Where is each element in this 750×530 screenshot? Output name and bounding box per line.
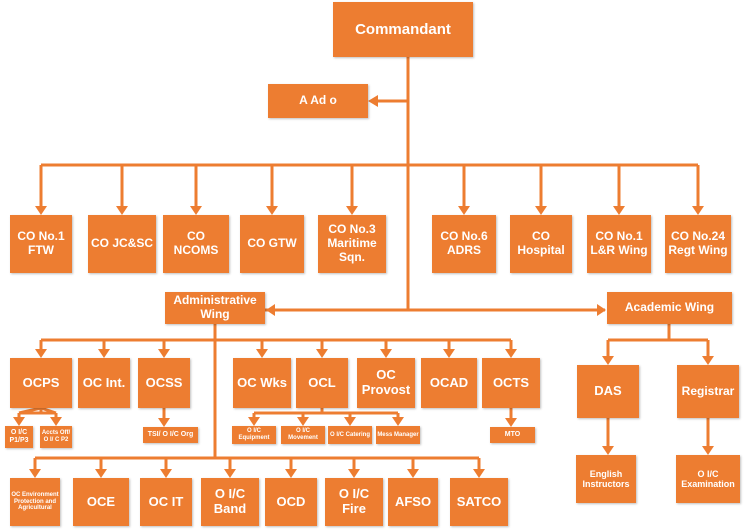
- admin-unit-box: OCSS: [138, 358, 190, 408]
- bottom-unit-box: SATCO: [450, 478, 508, 526]
- arrow-head: [285, 469, 297, 478]
- co-box: CO No.6 ADRS: [432, 215, 496, 273]
- co-box: CO No.1 FTW: [10, 215, 72, 273]
- arrow-head: [602, 446, 614, 455]
- arrow-head: [116, 206, 128, 215]
- arrow-head: [407, 469, 419, 478]
- co-box: CO GTW: [240, 215, 304, 273]
- admin-unit-box: OC Int.: [78, 358, 130, 408]
- ocl-sub-box: O I/C Catering: [328, 426, 372, 444]
- bottom-unit-box: O I/C Band: [201, 478, 259, 526]
- arrow-head: [35, 349, 47, 358]
- co-box: CO JC&SC: [88, 215, 156, 273]
- co-box: CO Hospital: [510, 215, 572, 273]
- arrow-head: [505, 349, 517, 358]
- admin-wing-box: Administrative Wing: [165, 292, 265, 324]
- ocl-sub-box: O I/C Equipment: [232, 426, 276, 444]
- arrow-head: [380, 349, 392, 358]
- aado-box: A Ad o: [268, 84, 368, 118]
- co-box: CO NCOMS: [163, 215, 229, 273]
- arrow-head: [346, 206, 358, 215]
- ocps-sub-box: O I/C P1/P3: [5, 426, 33, 448]
- academic-wing-box: Academic Wing: [607, 292, 732, 324]
- arrow-head: [368, 95, 378, 107]
- arrow-head: [29, 469, 41, 478]
- arrow-head: [316, 349, 328, 358]
- bottom-unit-box: OC IT: [140, 478, 192, 526]
- arrow-head: [158, 349, 170, 358]
- admin-unit-box: OC Wks: [233, 358, 291, 408]
- arrow-head: [473, 469, 485, 478]
- arrow-head: [224, 469, 236, 478]
- arrow-head: [190, 206, 202, 215]
- arrow-head: [702, 446, 714, 455]
- arrow-head: [50, 417, 62, 426]
- das-box: DAS: [577, 365, 639, 418]
- arrow-head: [256, 349, 268, 358]
- arrow-head: [266, 206, 278, 215]
- bottom-unit-box: AFSO: [388, 478, 438, 526]
- arrow-head: [505, 418, 517, 427]
- arrow-head: [98, 349, 110, 358]
- co-box: CO No.1 L&R Wing: [587, 215, 651, 273]
- arrow-head: [602, 356, 614, 365]
- admin-unit-box: OCAD: [421, 358, 477, 408]
- admin-unit-box: OCL: [296, 358, 348, 408]
- arrow-head: [443, 349, 455, 358]
- octs-sub-box: MTO: [490, 427, 535, 443]
- commandant-box: Commandant: [333, 2, 473, 57]
- co-box: CO No.3 Maritime Sqn.: [318, 215, 386, 273]
- english-instructors-box: English Instructors: [576, 455, 636, 503]
- arrow-head: [344, 417, 356, 426]
- arrow-head: [692, 206, 704, 215]
- arrow-head: [158, 418, 170, 427]
- arrow-head: [248, 417, 260, 426]
- arrow-head: [297, 417, 309, 426]
- arrow-head: [613, 206, 625, 215]
- bottom-unit-box: OCD: [265, 478, 317, 526]
- connector: [18, 406, 42, 415]
- admin-unit-box: OCTS: [482, 358, 540, 408]
- arrow-head: [160, 469, 172, 478]
- ocl-sub-box: O I/C Movement: [281, 426, 325, 444]
- arrow-head: [13, 417, 25, 426]
- arrow-head: [458, 206, 470, 215]
- bottom-unit-box: OC Environment Protection and Agricultur…: [10, 478, 60, 526]
- arrow-head: [392, 417, 404, 426]
- co-box: CO No.24 Regt Wing: [665, 215, 731, 273]
- arrow-head: [702, 356, 714, 365]
- arrow-head: [348, 469, 360, 478]
- admin-unit-box: OCPS: [10, 358, 72, 408]
- ocps-sub-box: Accts Off/ O I/ C P2: [40, 426, 72, 448]
- examination-box: O I/C Examination: [676, 455, 740, 503]
- arrow-head: [535, 206, 547, 215]
- bottom-unit-box: OCE: [73, 478, 129, 526]
- connector: [40, 406, 57, 415]
- ocl-sub-box: Mess Manager: [376, 426, 420, 444]
- admin-unit-box: OC Provost: [357, 358, 415, 408]
- registrar-box: Registrar: [677, 365, 739, 418]
- arrow-head: [35, 206, 47, 215]
- bottom-unit-box: O I/C Fire: [325, 478, 383, 526]
- arrow-head: [95, 469, 107, 478]
- ocss-sub-box: TSI/ O I/C Org: [143, 427, 198, 443]
